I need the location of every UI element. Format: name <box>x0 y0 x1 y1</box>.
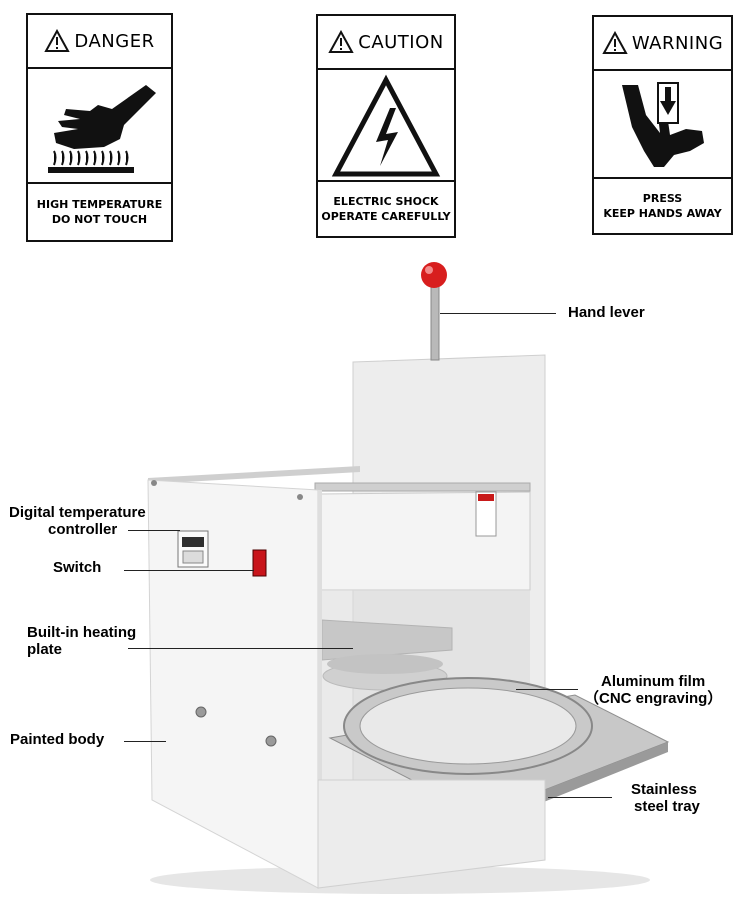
warning-sign-header: WARNING <box>594 17 731 71</box>
leader-aluminum-film <box>516 689 578 690</box>
label-heating-plate-2: plate <box>27 641 63 658</box>
leader-heating-plate <box>128 648 353 649</box>
electric-shock-icon <box>331 74 441 177</box>
painted-body <box>147 479 319 889</box>
warning-title: WARNING <box>631 32 724 54</box>
hand-lever-knob <box>421 262 447 288</box>
warning-triangle-icon <box>328 30 354 53</box>
hot-surface-hand-icon <box>48 85 156 173</box>
caution-sign-header: CAUTION <box>318 16 454 70</box>
label-aluminum-film-2: （CNC engraving） <box>584 690 723 707</box>
digital-temperature-controller <box>177 530 209 568</box>
danger-caption: HIGH TEMPERATURE DO NOT TOUCH <box>28 182 171 240</box>
caution-caption: ELECTRIC SHOCK OPERATE CAREFULLY <box>318 180 454 236</box>
danger-sign: DANGER HIGH TEMPERATURE DO NOT TOUCH <box>26 13 173 242</box>
warning-decal <box>475 491 497 537</box>
hand-lever-rod <box>430 279 440 361</box>
label-temp-controller-2: controller <box>48 521 118 538</box>
power-switch <box>252 549 267 577</box>
press-housing <box>319 491 531 591</box>
crush-hand-icon <box>622 82 704 167</box>
label-stainless-tray-1: Stainless <box>631 781 697 798</box>
label-stainless-tray-2: steel tray <box>634 798 700 815</box>
label-hand-lever: Hand lever <box>568 304 645 321</box>
leader-temp-controller <box>128 530 180 531</box>
label-heating-plate-1: Built-in heating <box>27 624 137 641</box>
caution-title: CAUTION <box>358 31 444 53</box>
warning-triangle-icon <box>44 29 71 52</box>
label-aluminum-film-1: Aluminum film <box>601 673 706 690</box>
leader-switch <box>124 570 254 571</box>
danger-sign-header: DANGER <box>28 15 171 69</box>
cup-sealing-machine <box>147 262 670 894</box>
warning-caption: PRESS KEEP HANDS AWAY <box>594 177 731 233</box>
caution-sign: CAUTION ELECTRIC SHOCK OPERATE CAREFULLY <box>316 14 456 238</box>
leader-stainless-tray <box>548 797 612 798</box>
danger-title: DANGER <box>74 30 155 52</box>
warning-triangle-icon <box>602 31 628 54</box>
warning-sign: WARNING PRESS KEEP HANDS AWAY <box>592 15 733 235</box>
label-painted-body: Painted body <box>10 731 105 748</box>
label-temp-controller-1: Digital temperature <box>9 504 146 521</box>
leader-painted-body <box>124 741 166 742</box>
label-switch: Switch <box>53 559 102 576</box>
leader-hand-lever <box>440 313 556 314</box>
